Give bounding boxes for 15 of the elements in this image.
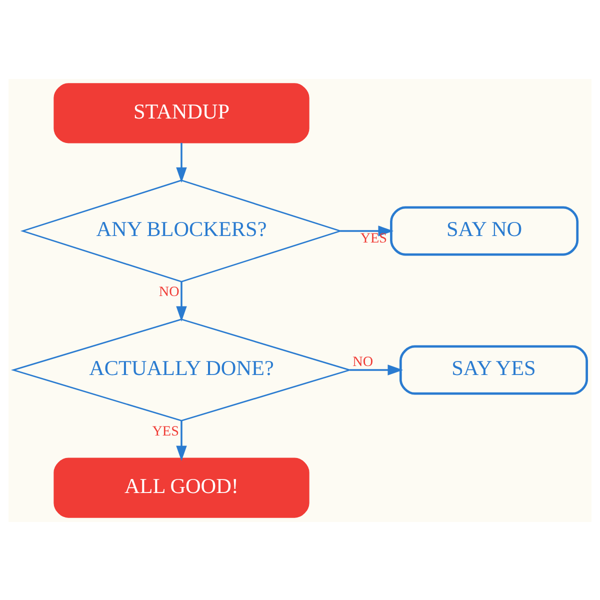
edge-label: NO — [158, 284, 180, 300]
arrow — [350, 364, 404, 375]
arrow — [176, 420, 187, 461]
edge-label: YES — [360, 230, 388, 246]
edge-label: YES — [152, 422, 179, 439]
node-box: SAY NO — [390, 206, 579, 256]
edge-label: NO — [352, 354, 374, 370]
node-box: SAY YES — [399, 344, 588, 394]
arrow — [176, 281, 187, 322]
node-box: STANDUP — [54, 82, 310, 143]
node-box: ALL GOOD! — [54, 457, 310, 518]
node-diamond: ANY BLOCKERS? — [20, 179, 343, 282]
arrow — [340, 225, 394, 236]
node-diamond: ACTUALLY DONE? — [10, 318, 352, 421]
arrow — [176, 142, 187, 182]
